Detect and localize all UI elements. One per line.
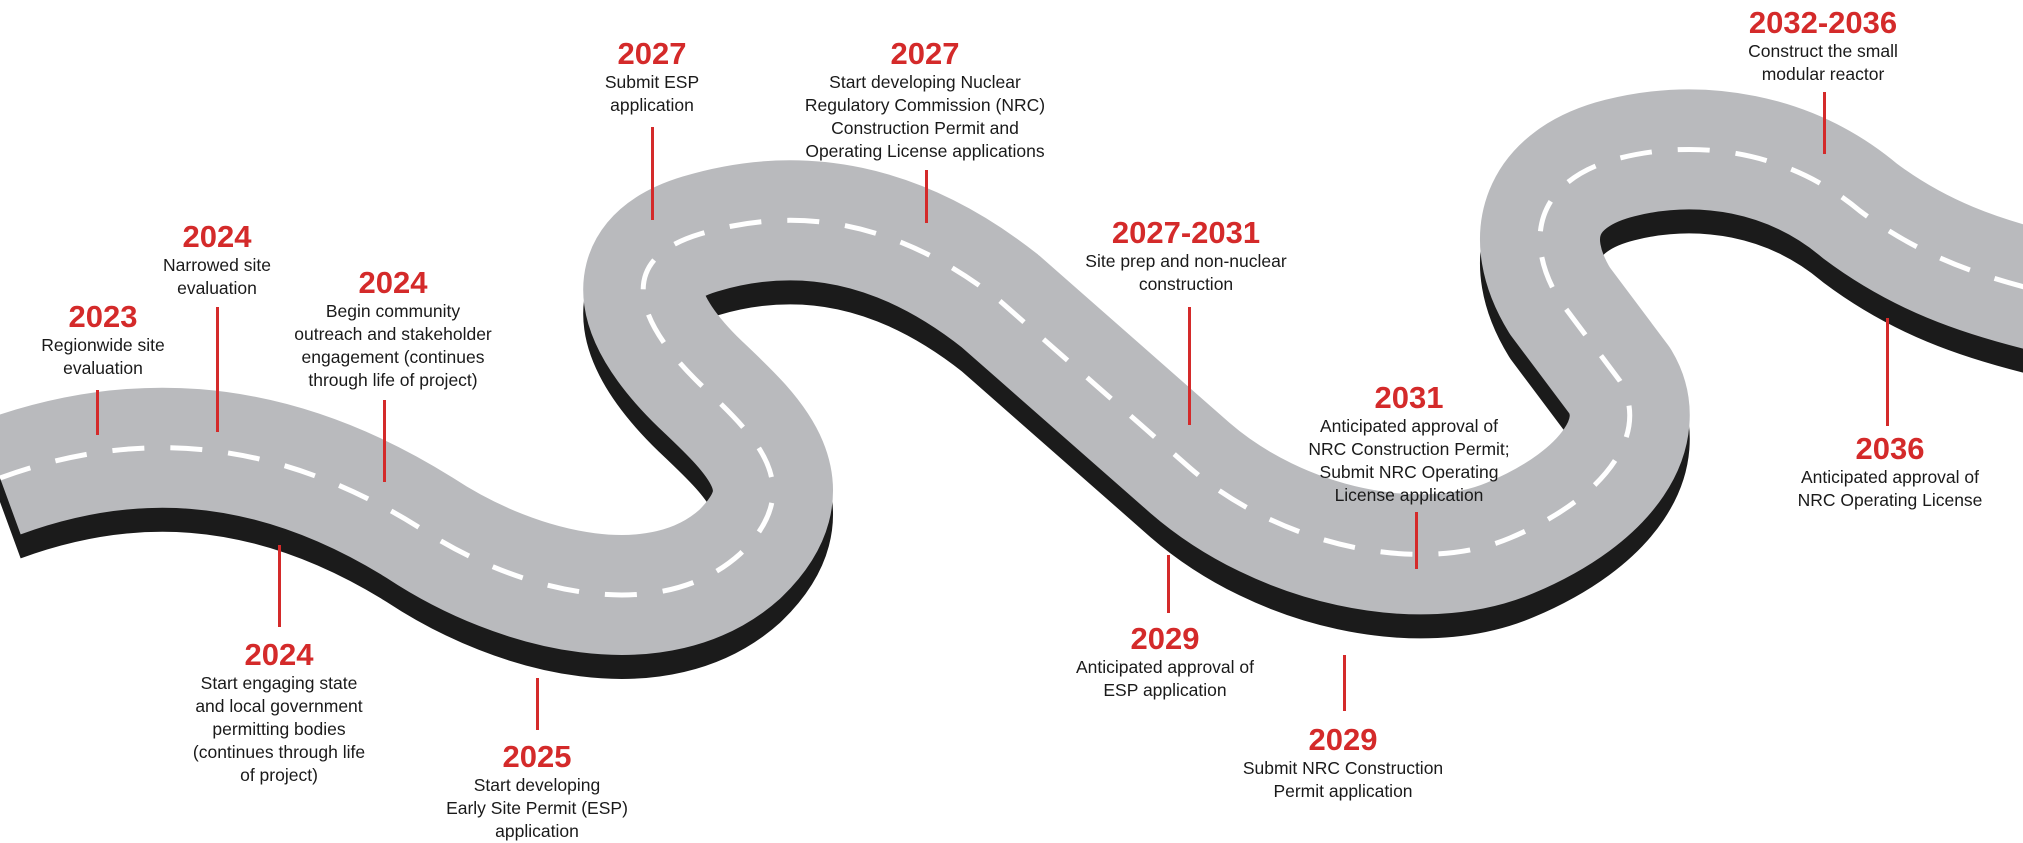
milestone-year: 2027 (890, 36, 960, 71)
milestone-description: Narrowed site evaluation (163, 255, 271, 298)
milestone-description: Anticipated approval of ESP application (1075, 657, 1255, 700)
leader-2036 (1886, 318, 1889, 426)
leader-2027-esp (651, 127, 654, 220)
milestone-description: Submit NRC Construction Permit applicati… (1242, 758, 1444, 801)
milestone-description: Start developing Nuclear Regulatory Comm… (804, 72, 1046, 161)
leader-2024-outreach (383, 400, 386, 482)
lane-marking (0, 146, 2023, 598)
leader-2029-cp-submit (1343, 655, 1346, 711)
milestone-2029-cp-submit: 2029 Submit NRC Construction Permit appl… (1183, 723, 1503, 803)
milestone-2024-permitting: 2024 Start engaging state and local gove… (119, 638, 439, 787)
milestone-description: Start engaging state and local governmen… (192, 673, 366, 785)
milestone-2031: 2031 Anticipated approval of NRC Constru… (1249, 381, 1569, 507)
leader-2029-esp-approval (1167, 555, 1170, 613)
milestone-2027-esp: 2027 Submit ESP application (492, 37, 812, 117)
milestone-2027-2031: 2027-2031 Site prep and non-nuclear cons… (1026, 216, 1346, 296)
milestone-year: 2031 (1374, 380, 1444, 415)
milestone-year: 2024 (182, 219, 252, 254)
milestone-description: Anticipated approval of NRC Operating Li… (1797, 467, 1983, 510)
leader-2032-2036 (1823, 92, 1826, 154)
milestone-year: 2025 (502, 739, 572, 774)
milestone-2029-esp-approval: 2029 Anticipated approval of ESP applica… (1005, 622, 1325, 702)
milestone-2023: 2023 Regionwide site evaluation (0, 300, 263, 380)
milestone-year: 2036 (1855, 431, 1925, 466)
milestone-2025: 2025 Start developing Early Site Permit … (377, 740, 697, 843)
leader-2027-2031 (1188, 307, 1191, 425)
milestone-description: Site prep and non-nuclear construction (1085, 251, 1287, 294)
leader-2024-permitting (278, 545, 281, 627)
milestone-description: Start developing Early Site Permit (ESP)… (446, 775, 628, 841)
milestone-year: 2032-2036 (1748, 5, 1898, 40)
milestone-year: 2024 (358, 265, 428, 300)
leader-2025 (536, 678, 539, 730)
milestone-2024-outreach: 2024 Begin community outreach and stakeh… (233, 266, 553, 392)
milestone-year: 2027 (617, 36, 687, 71)
leader-2023 (96, 390, 99, 435)
milestone-year: 2027-2031 (1111, 215, 1261, 250)
milestone-description: Regionwide site evaluation (41, 335, 165, 378)
milestone-year: 2024 (244, 637, 314, 672)
milestone-2032-2036: 2032-2036 Construct the small modular re… (1663, 6, 1983, 86)
milestone-description: Submit ESP application (604, 72, 700, 115)
milestone-year: 2023 (68, 299, 138, 334)
milestone-year: 2029 (1130, 621, 1200, 656)
leader-2031 (1415, 512, 1418, 569)
milestone-2027-nrc: 2027 Start developing Nuclear Regulatory… (765, 37, 1085, 163)
milestone-2024-narrowed: 2024 Narrowed site evaluation (57, 220, 377, 300)
milestone-year: 2029 (1308, 722, 1378, 757)
milestone-description: Begin community outreach and stakeholder… (294, 301, 492, 390)
leader-2024-narrowed (216, 307, 219, 432)
leader-2027-nrc (925, 170, 928, 223)
milestone-description: Construct the small modular reactor (1748, 41, 1898, 84)
milestone-2036: 2036 Anticipated approval of NRC Operati… (1730, 432, 2023, 512)
milestone-description: Anticipated approval of NRC Construction… (1308, 416, 1510, 505)
